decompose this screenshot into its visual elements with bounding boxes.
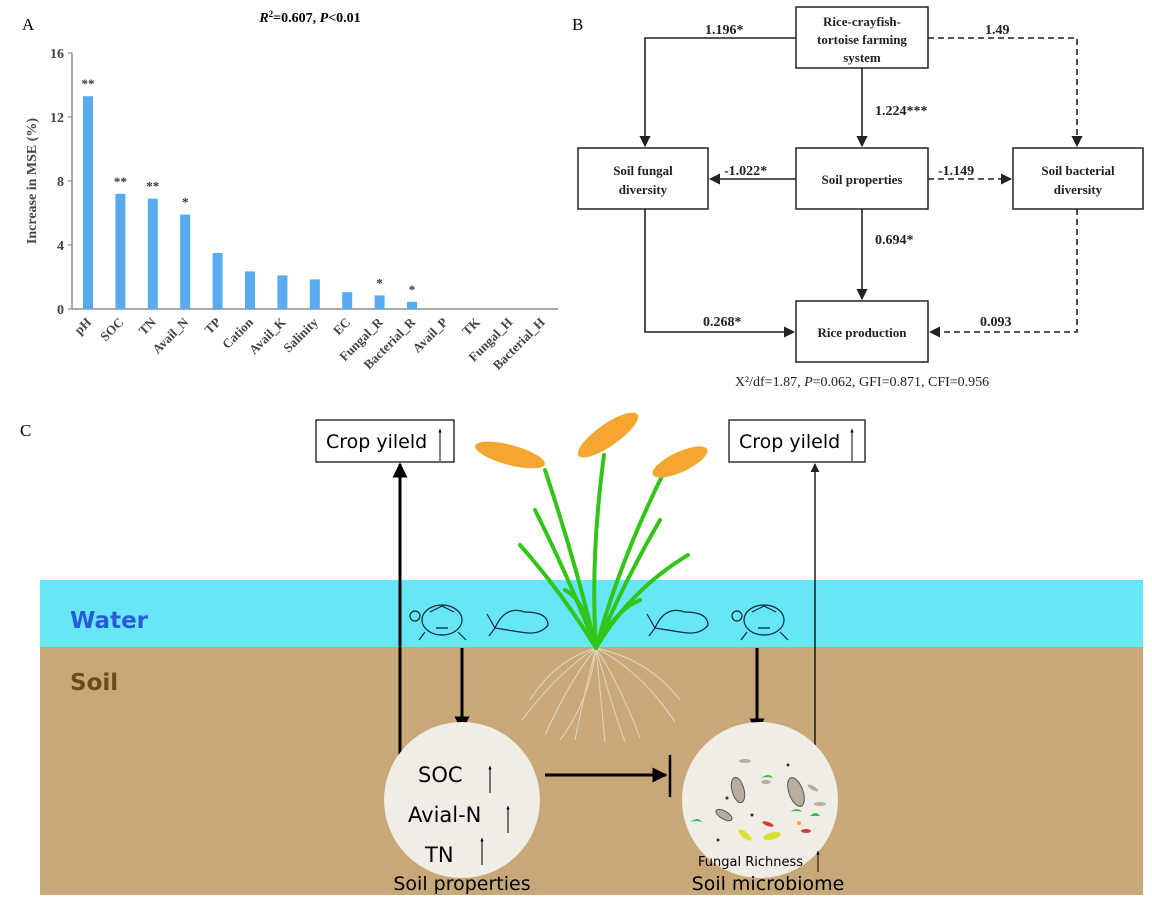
path-system-bacterial <box>928 37 1083 148</box>
svg-text:Soil bacterial: Soil bacterial <box>1041 163 1115 178</box>
x-tick-label: TN <box>136 314 160 338</box>
significance-label: * <box>376 275 383 290</box>
path-fungal-rice <box>644 209 796 338</box>
y-tick-label: 16 <box>50 47 64 62</box>
y-tick-label: 0 <box>57 303 64 318</box>
significance-label: * <box>409 282 416 297</box>
turtle-icon <box>409 604 467 641</box>
bar-ph <box>83 96 93 309</box>
y-tick-label: 8 <box>57 175 64 190</box>
x-tick-label: TK <box>459 314 484 339</box>
coef-system-fungal: 1.196* <box>705 23 744 38</box>
significance-label: * <box>182 195 189 210</box>
bar-avail-n <box>180 214 191 309</box>
bar-avail-k <box>277 275 288 309</box>
y-axis-label: Increase in MSE (%) <box>25 118 40 244</box>
svg-text:Soil fungal: Soil fungal <box>613 163 673 178</box>
soil-properties-label: Soil properties <box>393 873 530 895</box>
soil-properties-circle: SOC Avial-N TN <box>384 722 540 878</box>
x-tick-label: Salinity <box>280 314 321 355</box>
roots <box>521 647 681 743</box>
coef-bacterial-rice: 0.093 <box>980 315 1012 330</box>
significance-label: ** <box>146 179 159 194</box>
panel-label-b: B <box>572 15 583 34</box>
coef-soil-rice: 0.694* <box>875 233 914 248</box>
bar-soc <box>115 193 126 309</box>
x-tick-label: Avail_K <box>246 314 289 357</box>
crayfish-icon <box>646 609 709 637</box>
animal-illustrations <box>409 604 789 641</box>
y-tick-label: 12 <box>50 111 64 126</box>
soil-layer <box>40 647 1143 895</box>
rice-plant-illustration <box>475 412 708 743</box>
bar-fungal-r <box>374 295 385 309</box>
bar-tn <box>147 198 158 309</box>
soil-microbiome-circle: Fungal Richness <box>682 722 838 878</box>
turtle-icon <box>731 604 789 641</box>
bar-tp <box>212 253 223 309</box>
panel-b: B Rice-crayfish- tortoise farming system… <box>572 6 1144 390</box>
node-soil-properties: Soil properties <box>795 147 929 210</box>
panel-label-a: A <box>22 15 35 34</box>
node-soil-fungal-diversity: Soil fungal diversity <box>577 147 709 210</box>
model-fit-stats: X²/df=1.87, P=0.062, GFI=0.871, CFI=0.95… <box>735 375 989 390</box>
node-rice-production: Rice production <box>795 300 929 363</box>
coef-system-bacterial: 1.49 <box>985 23 1010 38</box>
svg-text:Crop yileld: Crop yileld <box>326 431 427 453</box>
significance-label: ** <box>114 174 127 189</box>
coef-fungal-rice: 0.268* <box>703 315 742 330</box>
water-label: Water <box>70 608 149 634</box>
chart-title: R2=0.607, P<0.01 <box>258 9 360 26</box>
microbe-illustrations <box>690 759 826 842</box>
svg-text:SOC: SOC <box>418 763 463 787</box>
svg-text:tortoise farming: tortoise farming <box>817 32 907 47</box>
svg-text:system: system <box>843 50 881 65</box>
significance-label: ** <box>82 76 95 91</box>
svg-text:diversity: diversity <box>619 182 668 197</box>
x-tick-label: TP <box>201 314 223 336</box>
svg-text:Crop yileld: Crop yileld <box>739 431 840 453</box>
rice-grains <box>475 412 708 478</box>
panel-label-c: C <box>20 421 31 440</box>
svg-text:Fungal Richness: Fungal Richness <box>698 855 803 870</box>
crayfish-icon <box>486 609 549 637</box>
node-system: Rice-crayfish- tortoise farming system <box>795 6 929 69</box>
svg-text:Avial-N: Avial-N <box>408 803 481 827</box>
bar-ec <box>342 292 353 309</box>
crop-yield-box-right: Crop yileld <box>728 419 866 463</box>
x-tick-label: EC <box>330 315 353 338</box>
panel-c: C Water Soil <box>20 412 1143 895</box>
x-tick-label: Avail_P <box>409 314 450 355</box>
x-tick-label: pH <box>71 315 94 338</box>
path-system-fungal <box>639 37 796 148</box>
soil-label: Soil <box>70 670 118 696</box>
svg-text:TN: TN <box>424 843 454 867</box>
svg-text:Soil properties: Soil properties <box>821 172 902 187</box>
svg-text:Rice-crayfish-: Rice-crayfish- <box>823 14 901 29</box>
svg-text:diversity: diversity <box>1054 182 1103 197</box>
x-tick-label: SOC <box>97 315 127 345</box>
bar-bacterial-r <box>407 301 417 309</box>
coef-soil-fungal: -1.022* <box>724 164 767 179</box>
x-tick-label: Avail_N <box>149 314 192 357</box>
node-soil-bacterial-diversity: Soil bacterial diversity <box>1012 147 1144 210</box>
soil-microbiome-label: Soil microbiome <box>692 873 845 895</box>
svg-text:Rice production: Rice production <box>818 325 908 340</box>
path-bacterial-rice <box>928 209 1078 338</box>
y-tick-label: 4 <box>57 239 64 254</box>
coef-system-soil: 1.224*** <box>875 104 928 119</box>
panel-a: A R2=0.607, P<0.01 Increase in MSE (%) 0… <box>22 9 558 373</box>
bar-cation <box>245 271 255 309</box>
crop-yield-box-left: Crop yileld <box>315 419 455 463</box>
bar-salinity <box>309 279 320 309</box>
coef-soil-bacterial: -1.149 <box>938 164 974 179</box>
